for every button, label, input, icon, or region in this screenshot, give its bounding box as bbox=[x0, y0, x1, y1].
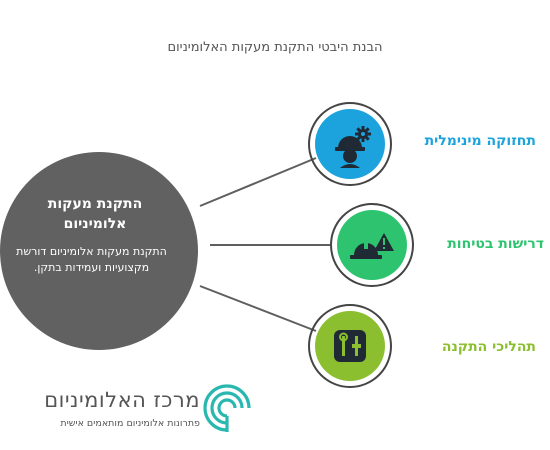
node-maintenance bbox=[308, 102, 392, 186]
worker-gear-icon bbox=[335, 126, 371, 168]
center-node-title: התקנת מעקות אלומיניום bbox=[47, 196, 143, 232]
node-safety bbox=[330, 203, 414, 287]
node-installation bbox=[308, 304, 392, 388]
label-maintenance: תחזוקה מינימלית bbox=[424, 133, 536, 149]
connector-line-maintenance bbox=[199, 157, 317, 207]
hardhat-warning-icon bbox=[350, 233, 394, 259]
tools-icon bbox=[334, 330, 366, 362]
center-node: התקנת מעקות אלומיניום התקנת מעקות אלומינ… bbox=[0, 152, 198, 350]
label-installation: תהליכי התקנה bbox=[441, 339, 536, 355]
brand-name: מרכז האלומיניום bbox=[44, 388, 200, 412]
center-node-description: התקנת מעקות אלומיניום דורשת מקצועיות ועמ… bbox=[16, 245, 167, 274]
spiral-logo-icon bbox=[203, 384, 251, 432]
connector-line-installation bbox=[199, 285, 317, 332]
brand-tagline: פתרונות אלומיניום מותאמים אישית bbox=[60, 418, 200, 429]
diagram-title: הבנת היבטי התקנת מעקות האלומיניום bbox=[167, 40, 383, 55]
label-safety: דרישות בטיחות bbox=[447, 236, 544, 252]
